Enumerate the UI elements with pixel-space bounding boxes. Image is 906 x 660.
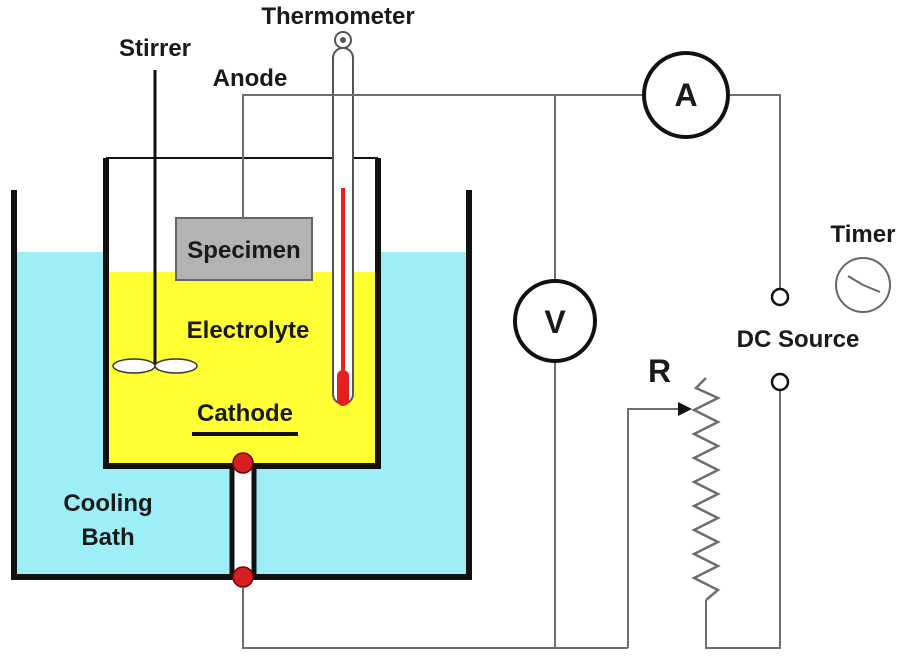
anode-label: Anode [213,65,288,92]
voltmeter-circle [513,279,597,363]
cathode-contact-bottom [232,566,254,588]
dc-source-label: DC Source [737,326,860,353]
resistor-wiper-arrow [678,402,692,416]
stirrer-blade-left [112,358,156,374]
ammeter-circle [642,51,730,139]
specimen-label: Specimen [187,237,300,264]
stirrer-label: Stirrer [119,35,191,62]
ammeter: A [642,51,730,139]
thermometer-ring-hole [340,37,346,43]
voltmeter-symbol: V [544,304,566,340]
cathode-contact-top [232,452,254,474]
timer-hand-hour [847,275,864,286]
timer: Timer [831,221,896,313]
cathode-tube [192,432,298,588]
cathode-label: Cathode [197,400,293,427]
thermometer-column [341,188,345,376]
circuit-wires [242,94,781,649]
timer-label: Timer [831,221,896,248]
dc-terminal-negative [770,372,790,392]
variable-resistor: R [648,353,721,601]
wire-ammeter-to-source [728,94,781,288]
resistor-label: R [648,353,671,389]
cooling-bath-label-line2: Bath [81,524,134,551]
stirrer [112,70,198,374]
thermometer-bulb [337,370,349,406]
specimen [175,217,313,281]
wire-anode-to-ammeter [242,94,644,218]
tube-body [232,466,254,578]
wire-cathode-bottom [242,587,628,649]
specimen-block [175,217,313,281]
thermometer-label: Thermometer [261,3,414,30]
resistor-zigzag [691,377,721,601]
wire-resistor-to-source [705,390,781,649]
wire-to-resistor-wiper [627,408,680,648]
stirrer-blade-right [154,358,198,374]
voltmeter: V [513,279,597,363]
ammeter-symbol: A [674,77,697,113]
dc-source: DC Source [737,287,860,392]
cooling-bath-label-line1: Cooling [63,490,152,517]
electrolyte-label: Electrolyte [187,317,310,344]
thermometer [332,31,354,406]
dc-terminal-positive [770,287,790,307]
timer-hand-minute [862,284,881,293]
